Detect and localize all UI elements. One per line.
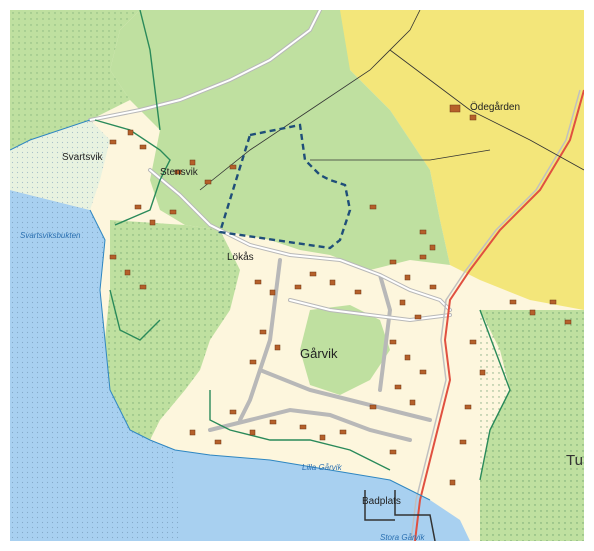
water-label-svartsviksbukten: Svartsviksbukten <box>20 231 81 240</box>
railway-line <box>414 89 584 541</box>
map-view[interactable]: Svartsvik Stensvik Ödegården Lökås Gårvi… <box>10 10 584 541</box>
water-boundary <box>10 119 431 501</box>
forest-area-center <box>300 305 390 395</box>
forest-area-north <box>110 10 450 270</box>
water-label-lilla-garvik: Lilla Gårvik <box>302 463 343 472</box>
place-label-tu: Tu <box>566 452 583 469</box>
pier <box>364 490 436 541</box>
place-label-garvik: Gårvik <box>300 346 338 361</box>
water-label-stora-garvik: Stora Gårvik <box>380 533 425 541</box>
place-label-svartsvik: Svartsvik <box>62 152 104 163</box>
place-label-lokas: Lökås <box>227 251 254 263</box>
place-label-stensvik: Stensvik <box>160 167 199 178</box>
power-line <box>199 10 584 191</box>
place-label-badplats: Badplats <box>362 496 401 507</box>
field-area <box>330 10 584 310</box>
buildings <box>109 104 572 486</box>
place-label-odegarden: Ödegården <box>470 101 520 113</box>
study-area-boundary <box>218 123 352 250</box>
